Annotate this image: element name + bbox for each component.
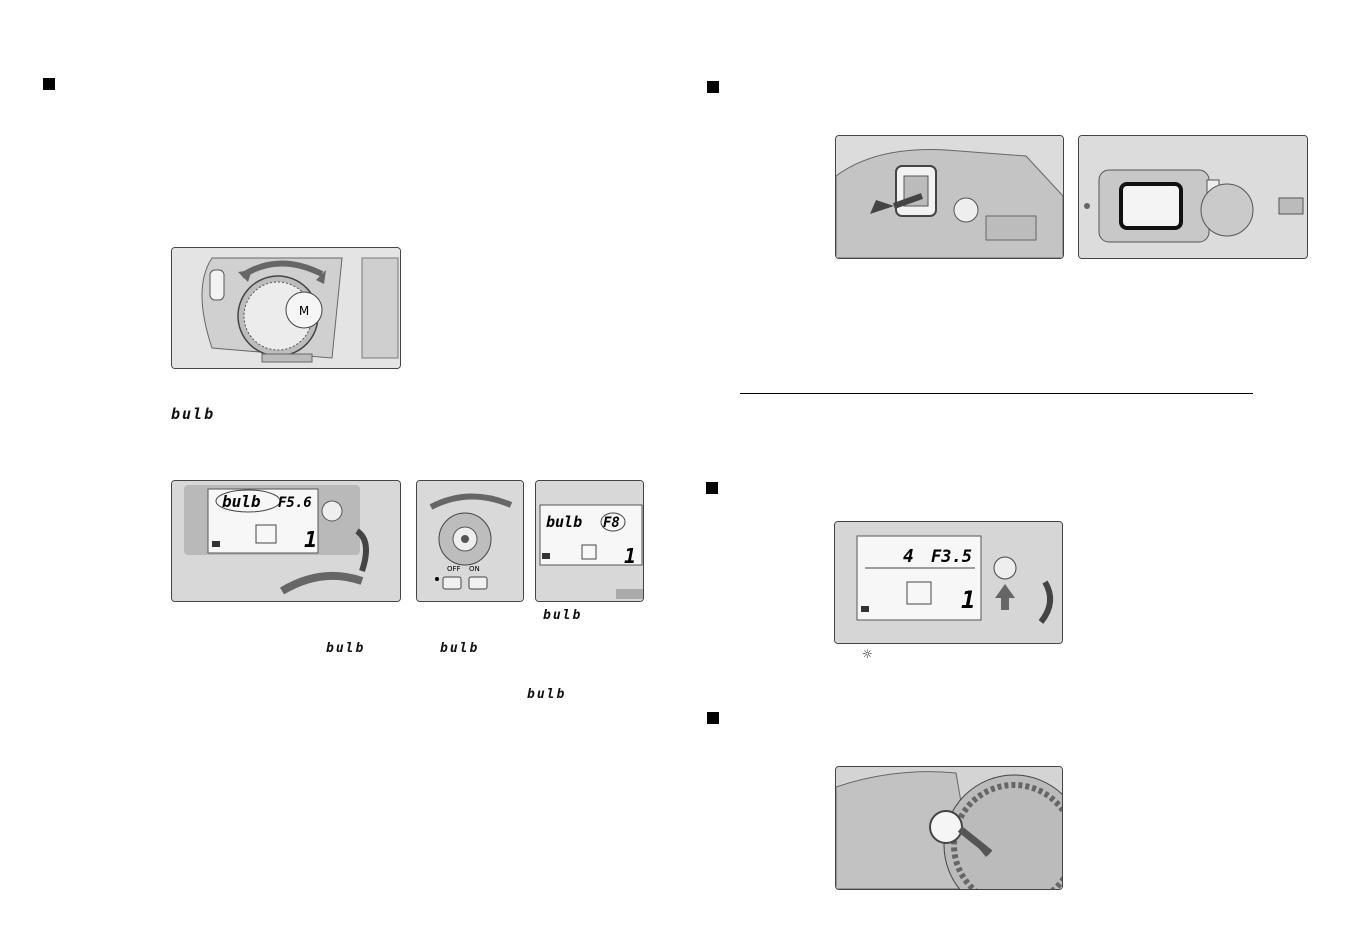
lcd-a-shutter: bulb xyxy=(222,492,261,511)
lcd-a-frame-count: 1 xyxy=(304,528,317,553)
eyepiece-removal-illustration xyxy=(836,136,1063,258)
power-on-label: ON xyxy=(469,565,480,573)
caption-bulb-b: bulb xyxy=(326,641,366,656)
square-bullet-icon xyxy=(43,78,55,90)
lcd-panel-illustration-a: bulb F5.6 1 xyxy=(172,481,400,601)
power-switch-illustration: OFF ON xyxy=(417,481,523,601)
eyepiece-diopter-illustration xyxy=(1079,136,1307,258)
power-off-label: OFF xyxy=(447,565,461,573)
lamp-button-icon: ☼ xyxy=(862,647,873,661)
square-bullet-icon xyxy=(707,712,719,724)
lcd-b-aperture: F8 xyxy=(603,515,620,531)
lcd-illumination-figure: 4 F3.5 1 xyxy=(834,521,1063,644)
mode-dial-figure: M xyxy=(171,247,401,369)
lcd-b-frame-count: 1 xyxy=(624,544,636,568)
lcd-c-frame-count: 1 xyxy=(961,586,975,614)
lcd-panel-illustration-b: bulb F8 1 xyxy=(536,481,643,601)
power-switch-figure: OFF ON xyxy=(416,480,524,602)
lcd-c-shutter: 4 xyxy=(903,546,914,567)
caption-bulb-c: bulb xyxy=(440,641,480,656)
lcd-panel-figure-bulb-f8: bulb F8 1 xyxy=(535,480,644,602)
dial-mode-label: M xyxy=(299,304,309,318)
section-divider xyxy=(740,393,1253,394)
caption-bulb-d: bulb xyxy=(527,687,567,702)
lcd-illumination-illustration: 4 F3.5 1 xyxy=(835,522,1062,643)
square-bullet-icon xyxy=(706,482,718,494)
bulb-shutter-label: bulb xyxy=(171,405,216,423)
square-bullet-icon xyxy=(707,81,719,93)
caption-bulb-a: bulb xyxy=(543,608,583,623)
lcd-a-aperture: F5.6 xyxy=(278,495,312,511)
lens-release-button-illustration xyxy=(836,767,1062,889)
mode-dial-illustration: M xyxy=(172,248,400,368)
lcd-c-aperture: F3.5 xyxy=(931,547,972,567)
lens-release-button-figure xyxy=(835,766,1063,890)
eyepiece-diopter-figure xyxy=(1078,135,1308,259)
lcd-b-shutter: bulb xyxy=(546,513,582,531)
eyepiece-removal-figure xyxy=(835,135,1064,259)
lcd-panel-figure-bulb-f56: bulb F5.6 1 xyxy=(171,480,401,602)
